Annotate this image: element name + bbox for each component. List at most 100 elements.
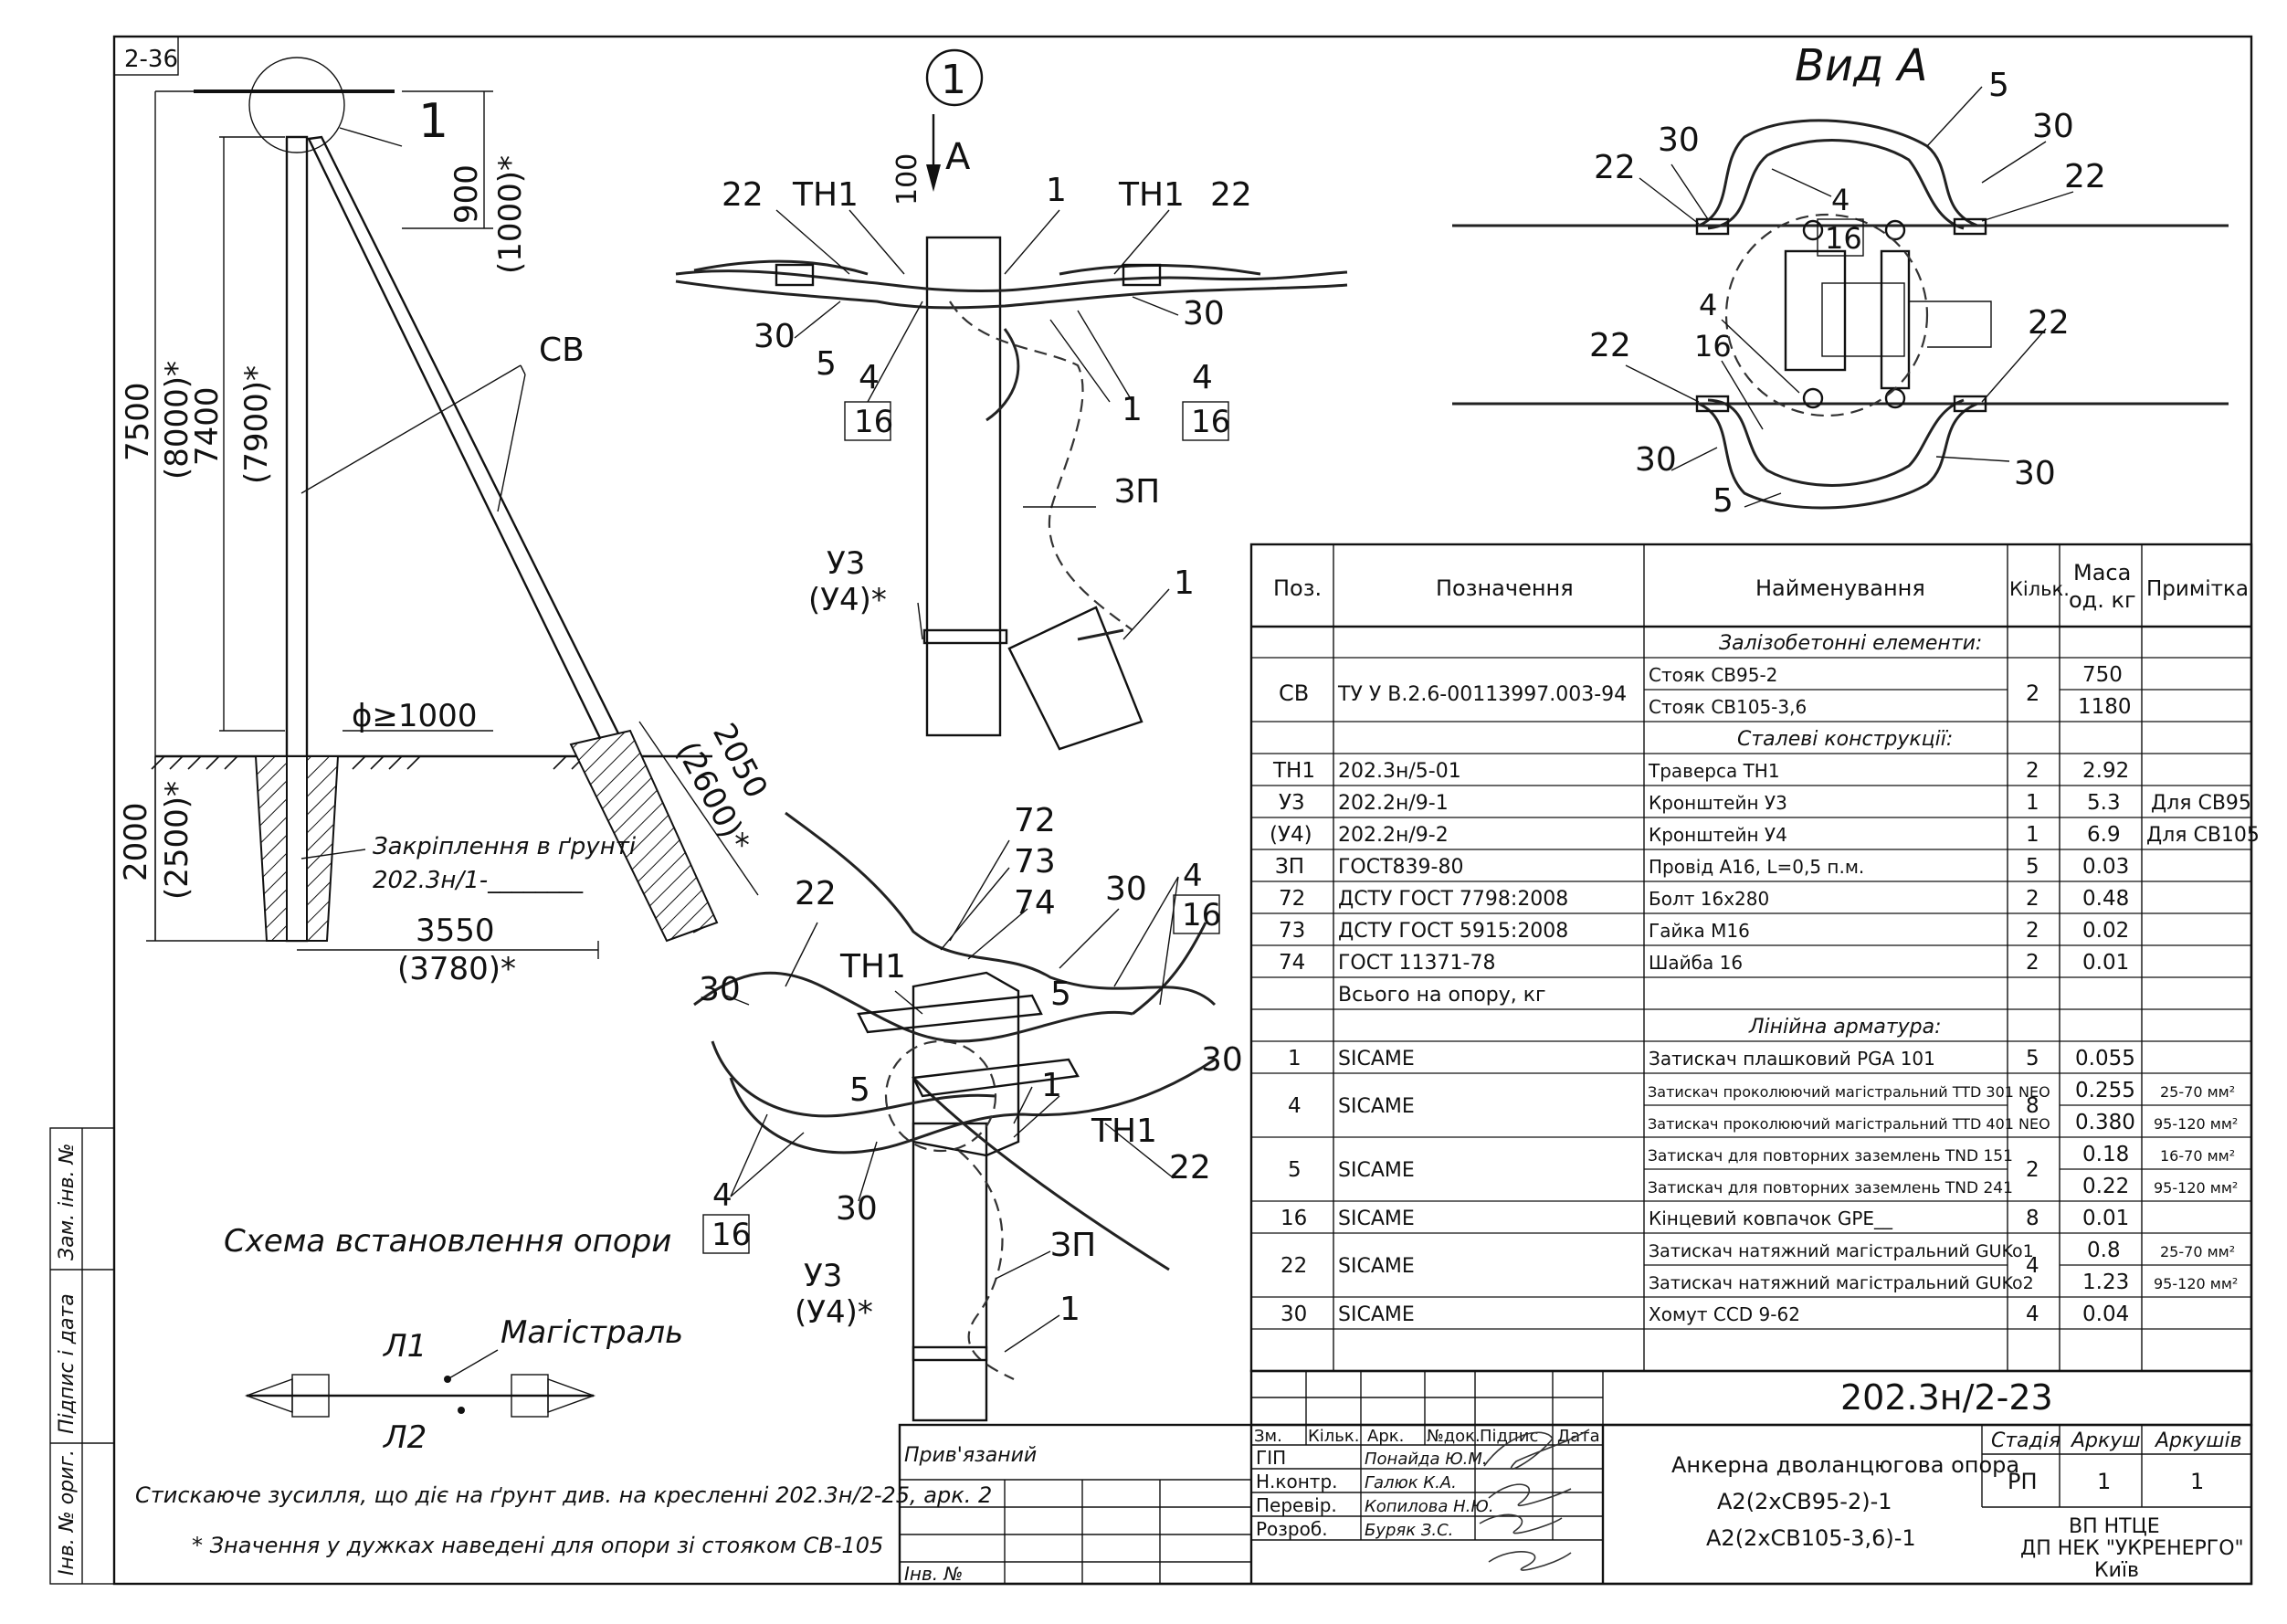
d1-th1-right: ТН1 <box>1118 176 1185 214</box>
role-name-1: Галюк К.А. <box>1365 1473 1457 1492</box>
iso-16-bl: 16 <box>711 1217 751 1253</box>
va-30-br: 30 <box>2014 455 2056 492</box>
detail-1-arrow-label: А <box>945 136 971 178</box>
note-1: Стискаюче зусилля, що діє на ґрунт див. … <box>135 1482 992 1508</box>
role-0: ГІП <box>1256 1447 1286 1469</box>
d1-u3: У3 <box>827 545 865 582</box>
f16-pos: 16 <box>1281 1207 1307 1230</box>
steel-note-1: Для СВ95 <box>2151 792 2251 815</box>
th-qty: Кільк. <box>2009 578 2070 600</box>
f22-designation: SICAME <box>1338 1255 1415 1278</box>
iso-16-tr: 16 <box>1182 897 1221 933</box>
steel-qty-1: 1 <box>2026 791 2039 815</box>
f5-mass-1: 0.18 <box>2082 1143 2129 1166</box>
steel-qty-5: 2 <box>2026 919 2039 943</box>
steel-name-6: Шайба 16 <box>1649 952 1743 974</box>
steel-row-0: ТН1 202.3н/5-01 Траверса ТН1 2 2.92 <box>1272 759 2129 783</box>
col-pidpys: Підпис <box>1480 1427 1538 1446</box>
steel-pos-1: У3 <box>1279 791 1305 815</box>
steel-name-4: Болт 16х280 <box>1649 888 1769 910</box>
spec-table: Поз. Позначення Найменування Кільк. Маса… <box>1249 543 2260 1373</box>
f4-pos: 4 <box>1288 1094 1302 1118</box>
steel-qty-4: 2 <box>2026 887 2039 911</box>
d1-30-right: 30 <box>1183 295 1225 332</box>
steel-mass-6: 0.01 <box>2082 951 2129 975</box>
f22-pos: 22 <box>1281 1254 1307 1278</box>
sec-steel: Сталеві конструкції: <box>1737 728 1953 751</box>
org-line-2: ДП НЕК "УКРЕНЕРГО" <box>2020 1537 2244 1560</box>
dim-900-alt: (1000)* <box>492 155 529 274</box>
va-22-ml: 22 <box>1589 327 1631 364</box>
d1-th1-left: ТН1 <box>792 176 859 214</box>
d1-u4: (У4)* <box>808 582 887 618</box>
cb-designation: ТУ У В.2.6-00113997.003-94 <box>1337 683 1627 706</box>
iso-th1-low: ТН1 <box>1091 1113 1157 1150</box>
inner-frame <box>112 35 2253 1586</box>
scheme-magistral: Магістраль <box>501 1314 683 1351</box>
left-strip: Інв. № ориг. Підпис і дата Зам. інв. № <box>49 1127 115 1585</box>
d1-1-mid: 1 <box>1122 391 1143 428</box>
va-30-tr: 30 <box>2032 108 2074 145</box>
steel-row-4: 72 ДСТУ ГОСТ 7798:2008 Болт 16х280 2 0.4… <box>1279 887 2129 911</box>
org-line-1: ВП НТЦЕ <box>2069 1515 2160 1538</box>
steel-des-1: 202.2н/9-1 <box>1338 792 1449 815</box>
signatures <box>1479 1429 1590 1571</box>
detail-1-pole <box>925 236 1002 737</box>
steel-pos-0: ТН1 <box>1272 759 1315 783</box>
f30-qty: 4 <box>2026 1302 2039 1326</box>
f22-name-2: Затискач натяжний магістральний GUKo2 <box>1649 1273 2034 1293</box>
f22-name-1: Затискач натяжний магістральний GUKo1 <box>1649 1241 2034 1261</box>
steel-qty-3: 5 <box>2026 855 2039 879</box>
f4-mass-1: 0.255 <box>2075 1079 2135 1102</box>
role-name-3: Буряк З.С. <box>1365 1521 1453 1540</box>
org-line-3: Київ <box>2094 1559 2139 1582</box>
steel-name-1: Кронштейн У3 <box>1649 792 1787 814</box>
f4-note-2: 95-120 мм² <box>2154 1115 2238 1133</box>
d1-5: 5 <box>816 345 837 383</box>
col-zm: Зм. <box>1254 1427 1282 1446</box>
col-ndok: №док. <box>1427 1427 1481 1446</box>
dim-7400: 7400 <box>189 386 226 466</box>
f1-designation: SICAME <box>1338 1048 1415 1070</box>
role-name-0: Понайда Ю.М. <box>1365 1450 1488 1469</box>
steel-row-1: У3 202.2н/9-1 Кронштейн У3 1 5.3 Для СВ9… <box>1279 791 2251 815</box>
steel-des-5: ДСТУ ГОСТ 5915:2008 <box>1338 920 1568 943</box>
dim-diameter: ϕ≥1000 <box>352 698 477 734</box>
f4-name-2: Затискач проколюючий магістральний TTD 4… <box>1648 1115 2050 1133</box>
attached-label: Прив'язаний <box>904 1444 1037 1467</box>
f30-name: Хомут CCD 9-62 <box>1649 1303 1800 1325</box>
d1-zp: ЗП <box>1114 473 1160 511</box>
th-mass-2: од. кг <box>2069 587 2136 613</box>
col-ark: Арк. <box>1367 1427 1404 1446</box>
cb-mass-2: 1180 <box>2078 695 2132 719</box>
iso-22-top: 22 <box>795 875 837 912</box>
d1-16-left: 16 <box>854 404 893 440</box>
iso-30-top: 30 <box>1105 870 1147 908</box>
f5-qty: 2 <box>2026 1158 2039 1182</box>
steel-row-5: 73 ДСТУ ГОСТ 5915:2008 Гайка М16 2 0.02 <box>1279 919 2129 943</box>
steel-pos-4: 72 <box>1279 887 1305 911</box>
col-data: Дата <box>1557 1427 1600 1446</box>
role-1: Н.контр. <box>1256 1471 1338 1492</box>
f22-note-2: 95-120 мм² <box>2154 1275 2238 1292</box>
iso-4-bl: 4 <box>712 1177 732 1214</box>
view-a-title: Вид А <box>1795 40 1927 91</box>
scheme-l1: Л1 <box>382 1328 427 1365</box>
inv-orig-label: Інв. № ориг. <box>56 1450 79 1576</box>
f1-name: Затискач плашковий PGA 101 <box>1649 1048 1935 1070</box>
steel-mass-2: 6.9 <box>2087 823 2121 847</box>
detail-1-callout: 1 <box>941 57 966 103</box>
cb-pos: СВ <box>1279 680 1309 706</box>
steel-pos-2: (У4) <box>1270 823 1312 847</box>
iso-30-left: 30 <box>699 971 741 1008</box>
d1-22-right: 22 <box>1210 176 1252 214</box>
note-2: * Значення у дужках наведені для опори з… <box>192 1533 883 1558</box>
detail-circle <box>248 57 345 153</box>
f16-name: Кінцевий ковпачок GPE__ <box>1649 1207 1893 1229</box>
f22-note-1: 25-70 мм² <box>2160 1243 2235 1260</box>
iso-5-a: 5 <box>1050 975 1071 1013</box>
steel-mass-5: 0.02 <box>2082 919 2129 943</box>
title-line-1: Анкерна дволанцюгова опора <box>1671 1452 2019 1478</box>
label-cb: СВ <box>539 332 585 369</box>
